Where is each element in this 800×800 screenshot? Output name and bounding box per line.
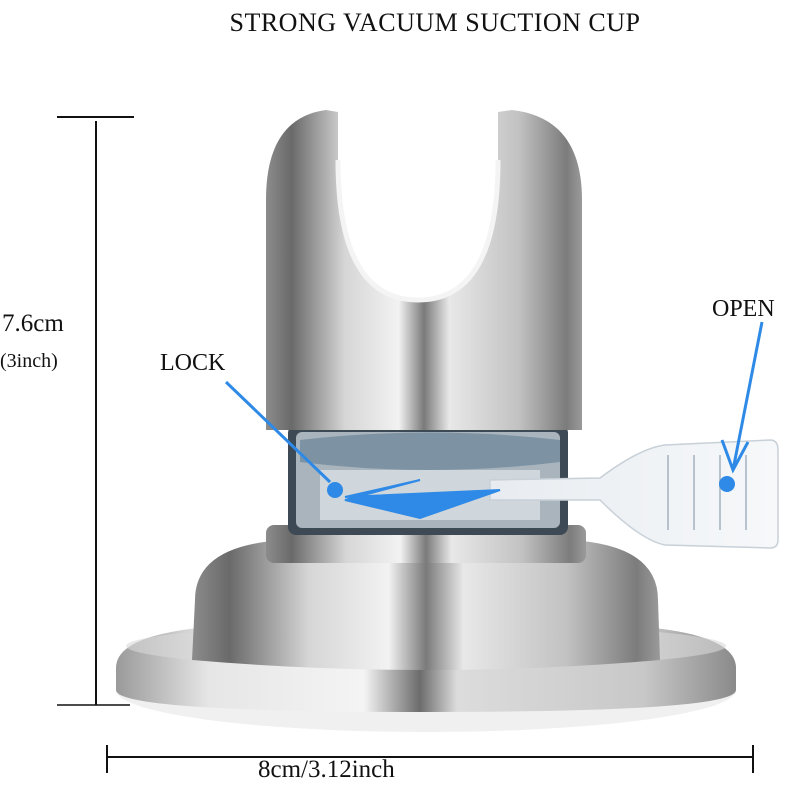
open-arrow-icon — [719, 321, 764, 492]
width-label: 8cm/3.12inch — [258, 756, 395, 783]
height-label: 7.6cm — [2, 310, 64, 337]
product-title: STRONG VACUUM SUCTION CUP — [229, 8, 641, 37]
width-dimension — [106, 745, 754, 773]
height-dimension — [57, 116, 134, 706]
lock-arrow-icon — [224, 380, 501, 520]
lock-callout: LOCK — [160, 350, 226, 376]
height-inch-label: (3inch) — [0, 350, 58, 372]
open-callout: OPEN — [712, 296, 775, 322]
